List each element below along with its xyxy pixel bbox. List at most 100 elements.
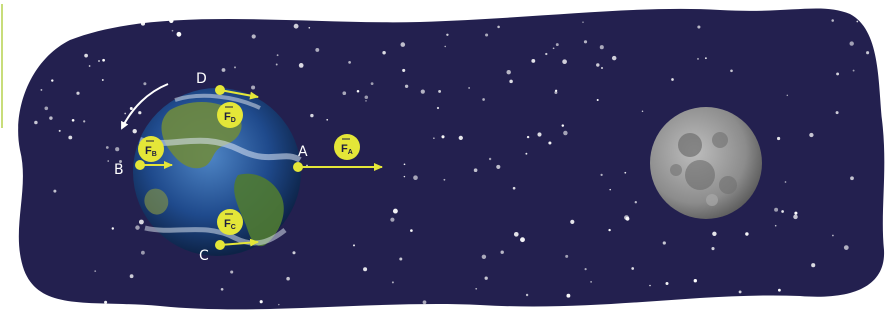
point-a-dot — [293, 162, 303, 172]
star — [712, 232, 716, 236]
star — [584, 40, 587, 43]
star — [624, 215, 629, 220]
star — [853, 70, 855, 72]
star — [130, 274, 134, 278]
star — [665, 282, 668, 285]
star — [423, 300, 427, 304]
star — [172, 30, 174, 32]
star — [143, 82, 146, 85]
force-badge-c-sub: C — [231, 224, 236, 231]
star — [562, 59, 567, 64]
star — [294, 24, 299, 29]
star — [506, 70, 510, 74]
star — [365, 100, 366, 101]
star — [537, 132, 541, 136]
star — [59, 130, 61, 132]
star — [357, 90, 360, 93]
star — [563, 131, 567, 135]
star — [438, 90, 441, 93]
star — [811, 263, 815, 267]
star — [404, 176, 405, 177]
force-badge-d-sub: D — [231, 117, 236, 124]
star — [392, 281, 394, 283]
star — [130, 107, 133, 110]
star — [554, 91, 557, 94]
star — [102, 59, 105, 62]
star — [278, 304, 279, 305]
star — [49, 116, 52, 119]
star — [531, 59, 535, 63]
star — [34, 121, 38, 125]
star — [711, 247, 714, 250]
star — [277, 54, 279, 56]
star — [443, 179, 445, 181]
star — [141, 251, 145, 255]
star — [72, 119, 75, 122]
star — [866, 51, 869, 54]
star — [402, 69, 405, 72]
star — [787, 95, 788, 96]
star — [286, 277, 290, 281]
star — [276, 64, 278, 66]
star — [260, 300, 263, 303]
point-label-d: D — [196, 71, 207, 87]
star — [459, 136, 463, 140]
force-badge-b: FB — [138, 136, 164, 162]
star — [850, 176, 854, 180]
star — [774, 208, 778, 212]
earth — [133, 88, 301, 256]
star — [565, 255, 568, 258]
star — [485, 277, 488, 280]
star — [365, 95, 369, 99]
star — [98, 60, 100, 62]
star — [115, 147, 119, 151]
star — [809, 133, 813, 137]
star — [832, 235, 834, 237]
star — [624, 172, 626, 174]
star — [371, 82, 374, 85]
star — [844, 245, 849, 250]
star — [53, 190, 56, 193]
star — [76, 92, 79, 95]
star — [342, 91, 346, 95]
star — [94, 270, 96, 272]
star — [404, 163, 406, 165]
star — [635, 201, 637, 203]
star — [836, 111, 839, 114]
star — [221, 288, 224, 291]
star — [363, 267, 367, 271]
star — [775, 225, 777, 227]
star — [609, 189, 611, 191]
point-label-a: A — [298, 144, 308, 160]
star — [649, 285, 651, 287]
star — [104, 301, 107, 304]
star — [482, 255, 486, 259]
star — [500, 250, 503, 253]
star — [566, 294, 570, 298]
star — [600, 45, 604, 49]
star — [135, 225, 139, 229]
star — [251, 85, 255, 89]
star — [413, 175, 418, 180]
star — [112, 227, 114, 229]
star — [600, 174, 602, 176]
star — [831, 19, 834, 22]
star — [608, 229, 610, 231]
star — [496, 165, 500, 169]
point-label-b: B — [114, 162, 124, 178]
star — [514, 232, 519, 237]
star — [446, 34, 448, 36]
star — [697, 58, 699, 60]
star — [310, 114, 313, 117]
star — [793, 215, 798, 220]
star — [475, 288, 477, 290]
moon — [650, 107, 762, 219]
star — [612, 56, 616, 60]
star — [694, 279, 697, 282]
star — [663, 241, 666, 244]
star — [393, 209, 398, 214]
star — [570, 220, 574, 224]
star — [83, 120, 85, 122]
star — [421, 89, 425, 93]
